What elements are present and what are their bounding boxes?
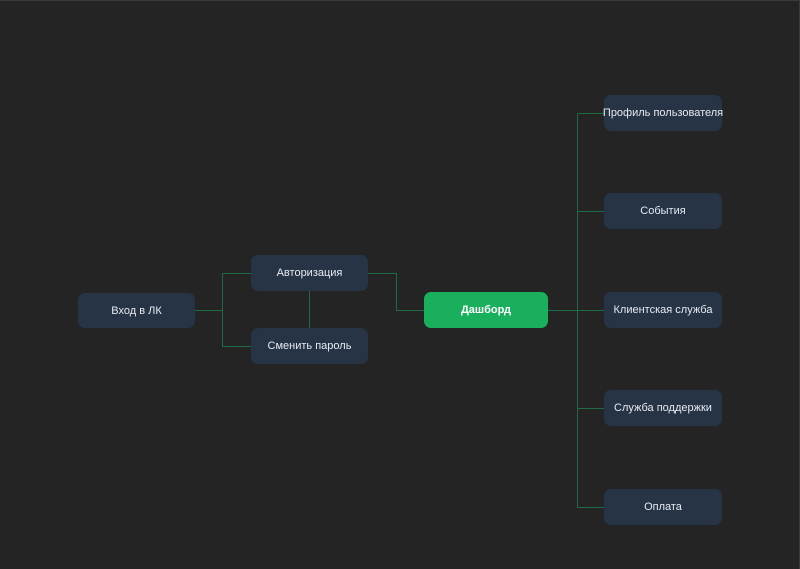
node-payment[interactable]: Оплата (604, 489, 722, 525)
connector-auth-dashboard (368, 273, 424, 311)
node-change-password[interactable]: Сменить пароль (251, 328, 368, 364)
node-client-service[interactable]: Клиентская служба (604, 292, 722, 328)
node-login-label: Вход в ЛК (111, 304, 162, 317)
node-events[interactable]: События (604, 193, 722, 229)
node-payment-label: Оплата (644, 501, 682, 513)
node-events-label: События (640, 205, 686, 217)
node-dashboard[interactable]: Дашборд (424, 292, 548, 328)
node-auth[interactable]: Авторизация (251, 255, 368, 291)
node-login[interactable]: Вход в ЛК (78, 293, 195, 328)
node-change-password-label: Сменить пароль (267, 340, 352, 352)
node-dashboard-label: Дашборд (460, 304, 512, 316)
node-profile-label: Профиль пользователя (602, 107, 724, 119)
node-client-service-label: Клиентская служба (613, 304, 713, 316)
node-support[interactable]: Служба поддержки (604, 390, 722, 426)
node-support-label: Служба поддержки (614, 402, 712, 414)
node-auth-label: Авторизация (276, 267, 343, 279)
node-profile[interactable]: Профиль пользователя (602, 95, 724, 131)
